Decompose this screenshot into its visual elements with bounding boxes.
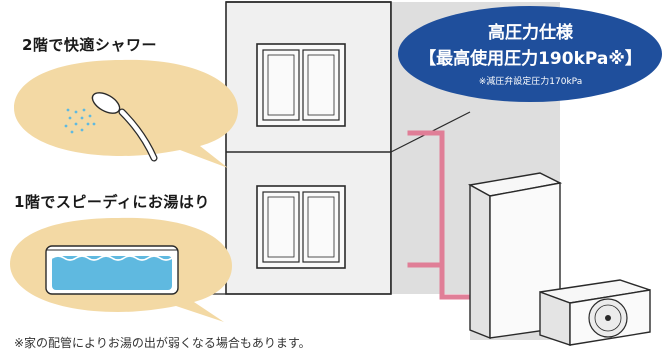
badge-title: 高圧力仕様 bbox=[488, 23, 573, 43]
shower-head-icon bbox=[64, 92, 158, 162]
bathtub-icon bbox=[45, 245, 179, 295]
heat-pump-unit-icon bbox=[539, 279, 651, 346]
upper-window bbox=[256, 43, 346, 127]
pressure-badge: 高圧力仕様 【最高使用圧力190kPa※】 ※減圧弁設定圧力170kPa bbox=[399, 6, 662, 102]
first-floor-caption: 1階でスピーディにお湯はり bbox=[14, 193, 210, 211]
footnote: ※家の配管によりお湯の出が弱くなる場合もあります。 bbox=[14, 336, 311, 350]
hot-water-pipes bbox=[407, 130, 473, 300]
pressure-badge-shape bbox=[398, 6, 662, 102]
second-floor-caption: 2階で快適シャワー bbox=[22, 36, 157, 54]
badge-note: ※減圧弁設定圧力170kPa bbox=[478, 77, 583, 87]
badge-subtitle: 【最高使用圧力190kPa※】 bbox=[419, 49, 642, 69]
lower-window bbox=[256, 185, 346, 269]
water-heater-tank-icon bbox=[467, 172, 563, 340]
